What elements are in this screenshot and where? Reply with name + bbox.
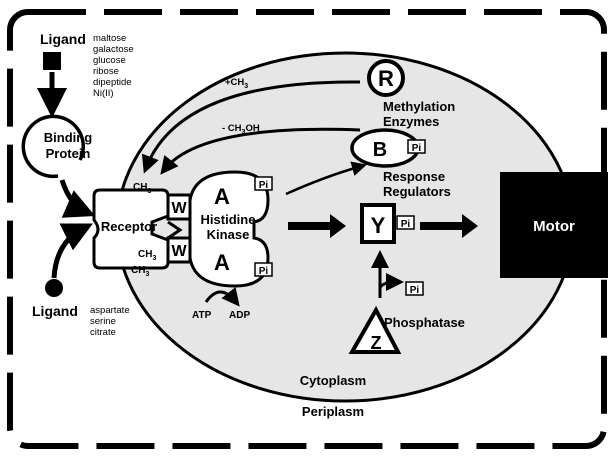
kinase-a-letter: A bbox=[214, 184, 230, 209]
motor-block bbox=[500, 172, 608, 278]
binding-protein-shape bbox=[21, 114, 86, 179]
histidine-kinase-label: Histidine bbox=[201, 212, 256, 227]
ligand-bottom-label: Ligand bbox=[32, 303, 78, 319]
adapter-w-letter: W bbox=[171, 200, 187, 217]
methylation-add-arrow bbox=[141, 80, 361, 174]
motor-label: Motor bbox=[533, 218, 575, 235]
regulator-y-box bbox=[360, 203, 396, 244]
ligand-top-item: glucose bbox=[93, 55, 126, 66]
phosphate-box bbox=[405, 281, 424, 296]
ligand-to-receptor-arrow bbox=[51, 223, 93, 279]
histidine-kinase-shape bbox=[188, 170, 270, 288]
adapter-link bbox=[167, 220, 183, 240]
phosphatase-z-letter: Z bbox=[371, 333, 382, 353]
phosphate-label: Pi bbox=[410, 285, 420, 296]
response-regulators-label: Response bbox=[383, 169, 445, 184]
phosphatase-z-triangle bbox=[348, 305, 402, 354]
regulator-y-letter: Y bbox=[371, 213, 386, 238]
adapter-w-letter: W bbox=[171, 243, 187, 260]
phosphate-label: Pi bbox=[259, 180, 269, 191]
ligand-bottom-item: aspartate bbox=[90, 305, 130, 316]
adp-label: ADP bbox=[229, 310, 250, 321]
methylation-label: Methylation bbox=[383, 99, 455, 114]
ligand-top-item: galactose bbox=[93, 44, 134, 55]
regulator-b-letter: B bbox=[373, 139, 387, 161]
ligand-top-label: Ligand bbox=[40, 31, 86, 47]
phosphate-label: Pi bbox=[401, 219, 411, 230]
cytoplasm-label: Cytoplasm bbox=[300, 373, 366, 388]
phosphate-box bbox=[396, 215, 415, 230]
phosphate-label: Pi bbox=[259, 266, 269, 277]
ligand-top-item: ribose bbox=[93, 66, 119, 77]
methylation-label: Enzymes bbox=[383, 114, 439, 129]
receptor-label: Receptor bbox=[101, 219, 157, 234]
kinase-a-letter: A bbox=[214, 250, 230, 275]
methylation-r-circle bbox=[367, 59, 405, 97]
periplasm-label: Periplasm bbox=[302, 404, 364, 419]
kinase-to-y-arrow bbox=[288, 214, 346, 238]
response-regulators-label: Regulators bbox=[383, 184, 451, 199]
receptor-methyl-label: CH3 bbox=[131, 265, 149, 278]
atp-adp-arrow bbox=[204, 287, 240, 307]
dephosphorylation-arrow bbox=[378, 273, 404, 292]
methylation-r-letter: R bbox=[378, 66, 394, 91]
methylation-add-label: +CH3 bbox=[225, 77, 248, 90]
ligand-circle-icon bbox=[45, 279, 63, 297]
ligand-square-icon bbox=[43, 52, 61, 70]
binding-protein-label: Protein bbox=[46, 146, 91, 161]
receptor-methyl-label: CH3 bbox=[138, 249, 156, 262]
ligand-bottom-item: citrate bbox=[90, 327, 116, 338]
receptor-methyl-label: CH3 bbox=[133, 182, 151, 195]
kinase-to-b-arrow bbox=[285, 161, 367, 196]
phosphate-box bbox=[407, 139, 426, 154]
demethylation-arrow bbox=[160, 127, 361, 175]
phosphate-box bbox=[254, 262, 273, 277]
ligand-top-item: maltose bbox=[93, 33, 126, 44]
ligand-bottom-item: serine bbox=[90, 316, 116, 327]
phosphate-label: Pi bbox=[412, 143, 422, 154]
ligand-top-item: Ni(II) bbox=[93, 88, 114, 99]
phosphate-box bbox=[254, 176, 273, 191]
ligand-top-item: dipeptide bbox=[93, 77, 132, 88]
binding-to-receptor-arrow bbox=[59, 179, 96, 218]
demethylation-label: - CH3OH bbox=[222, 123, 260, 136]
histidine-kinase-label: Kinase bbox=[207, 227, 250, 242]
y-to-motor-arrow bbox=[420, 214, 478, 238]
atp-label: ATP bbox=[192, 310, 212, 321]
phosphatase-label: Phosphatase bbox=[384, 315, 465, 330]
binding-protein-label: Binding bbox=[44, 130, 92, 145]
